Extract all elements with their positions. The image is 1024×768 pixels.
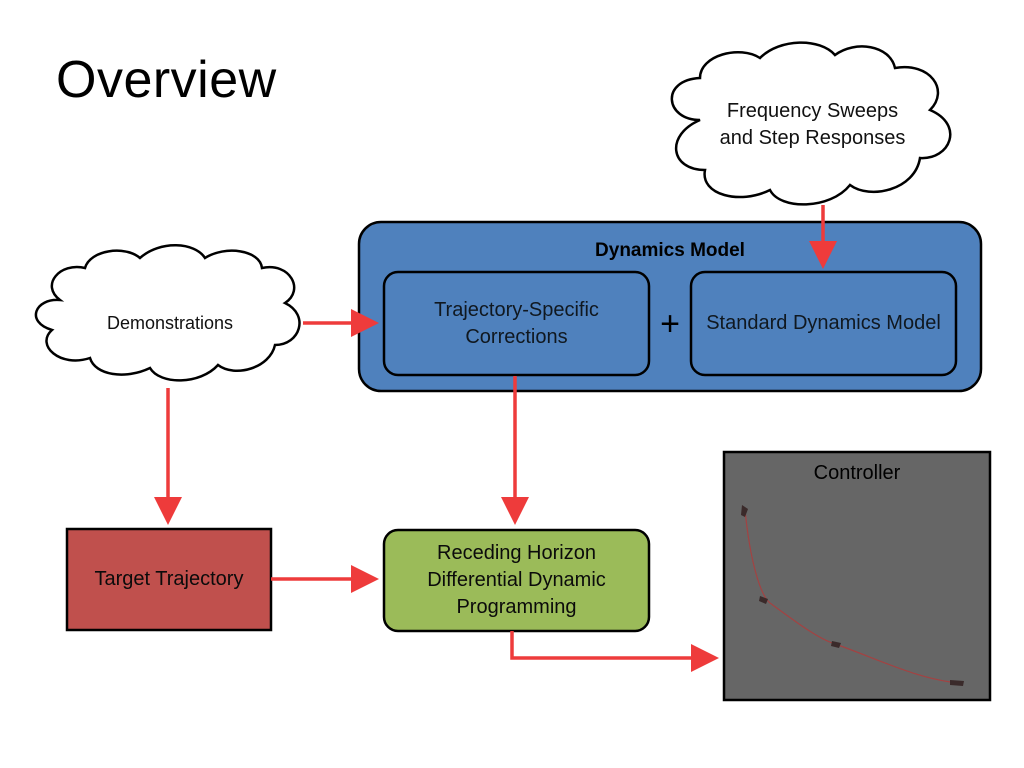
demonstrations-cloud [34,244,301,382]
arrow-ddp-to-controller [510,631,719,672]
demonstrations-cloud-label: Demonstrations [106,312,234,333]
controller-panel [722,450,992,702]
dynamics-model-title: Dynamics Model [595,240,745,262]
helicopter-marker-1 [741,505,748,517]
ddp-label: Receding Horizon Differential Dynamic Pr… [427,542,606,618]
helicopter-marker-4 [950,680,964,686]
helicopter-marker-2 [759,596,768,604]
target-trajectory-label: Target Trajectory [94,568,244,590]
ddp-box [382,528,651,633]
frequency-cloud [670,41,952,206]
controller-trajectory-path [744,509,961,684]
frequency-cloud-label: Frequency Sweeps and Step Responses [719,100,906,149]
trajectory-corrections-label: Trajectory-Specific Corrections [434,298,599,348]
helicopter-marker-3 [831,641,841,648]
standard-dynamics-label: Standard Dynamics Model [706,312,941,334]
slide-title: Overview [56,51,277,109]
trajectory-corrections-box [382,270,651,377]
plus-operator: + [660,305,680,344]
helicopter-markers [741,505,964,686]
controller-label: Controller [813,461,901,484]
standard-dynamics-box [689,270,958,377]
target-trajectory-box [65,527,273,632]
